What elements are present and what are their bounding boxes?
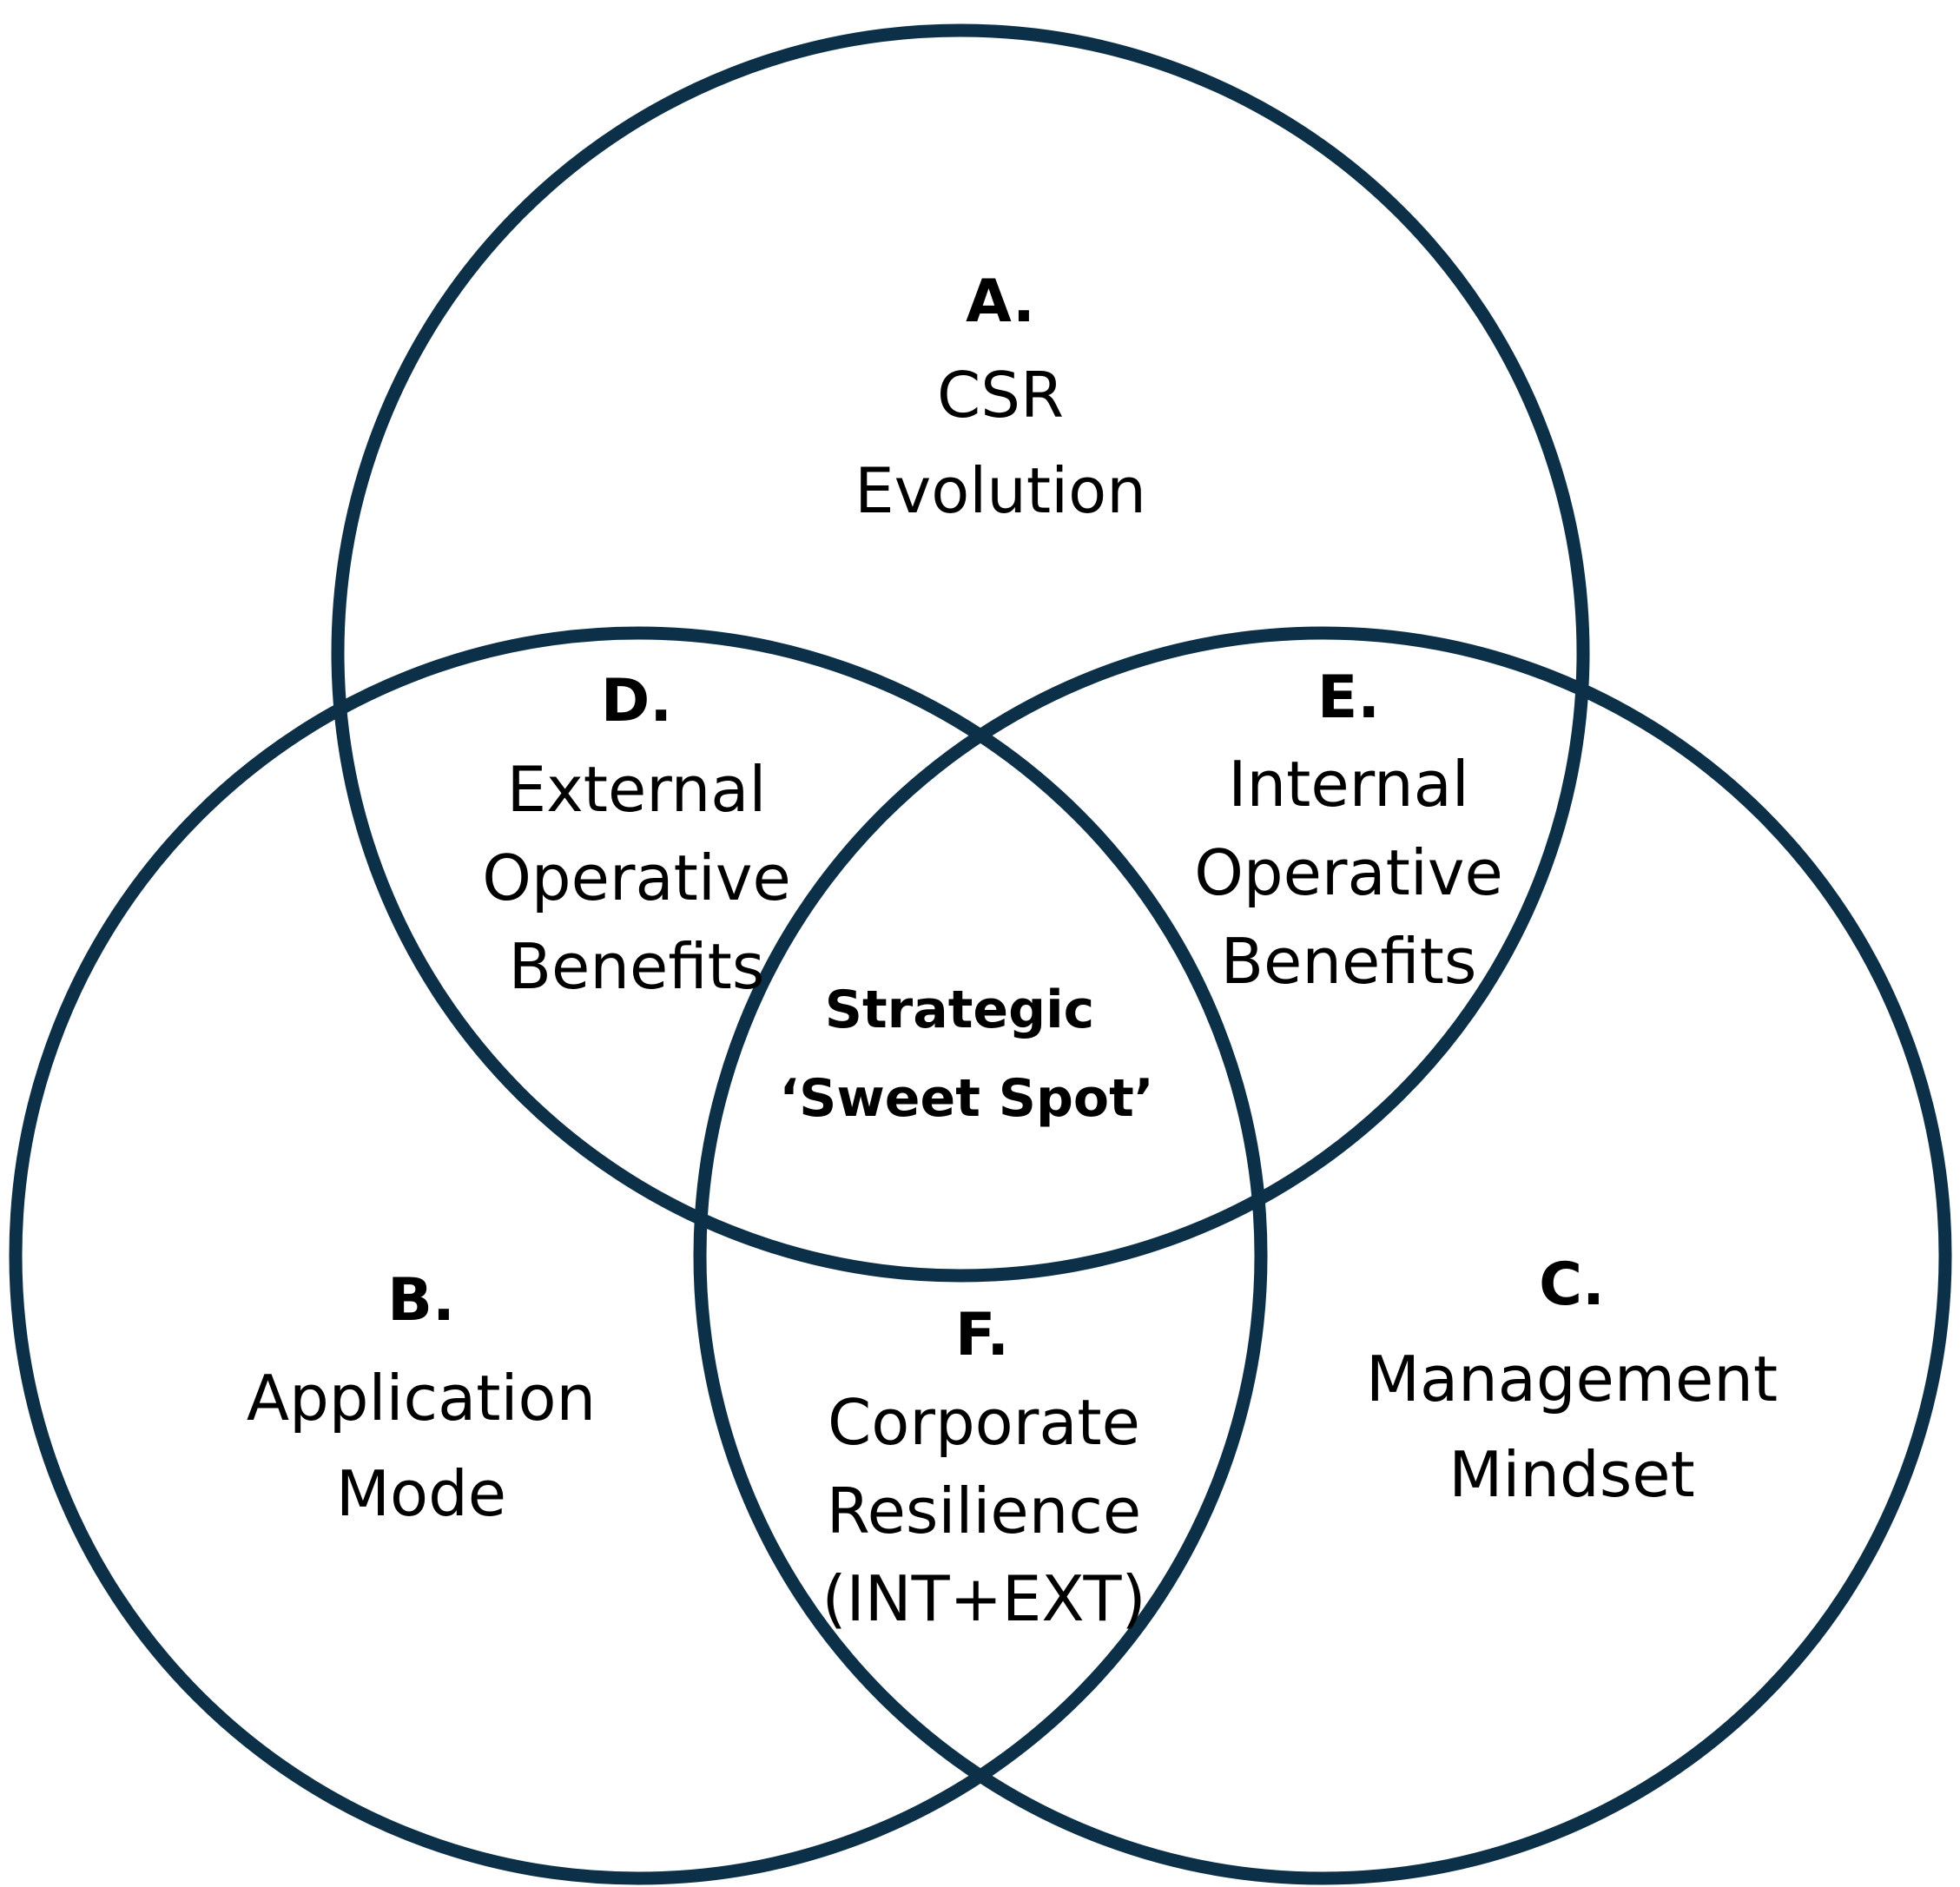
circle-b-application-mode xyxy=(9,626,1268,1885)
label-f-letter: F. xyxy=(955,1301,1009,1369)
label-d-line3: Benefits xyxy=(509,930,765,1003)
label-b-letter: B. xyxy=(387,1266,455,1335)
label-e-line3: Benefits xyxy=(1221,925,1477,998)
label-a-letter: A. xyxy=(966,267,1035,336)
label-a-line2: Evolution xyxy=(855,454,1146,527)
label-f-line1: Corporate xyxy=(828,1386,1140,1459)
label-d-letter: D. xyxy=(601,667,672,736)
label-d-line1: External xyxy=(507,753,767,826)
label-c-line1: Management xyxy=(1366,1343,1778,1415)
labels: A. CSR Evolution D. External Operative B… xyxy=(247,267,1778,1635)
label-f-line2: Resilience xyxy=(827,1475,1141,1547)
label-f-line3: (INT+EXT) xyxy=(822,1562,1145,1635)
circle-a-csr-evolution xyxy=(331,23,1590,1283)
label-c-letter: C. xyxy=(1539,1250,1605,1319)
label-b-line2: Mode xyxy=(336,1457,506,1530)
label-center-line1: Strategic xyxy=(825,980,1094,1040)
label-d-line2: Operative xyxy=(482,841,791,914)
label-a-line1: CSR xyxy=(937,359,1064,432)
label-center-line2: ‘Sweet Spot’ xyxy=(779,1068,1153,1129)
circle-c-management-mindset xyxy=(693,626,1952,1885)
label-e-line1: Internal xyxy=(1228,748,1469,821)
label-b-line1: Application xyxy=(247,1362,596,1435)
label-c-line2: Mindset xyxy=(1449,1438,1695,1511)
label-e-letter: E. xyxy=(1317,663,1380,732)
label-e-line2: Operative xyxy=(1194,836,1503,909)
